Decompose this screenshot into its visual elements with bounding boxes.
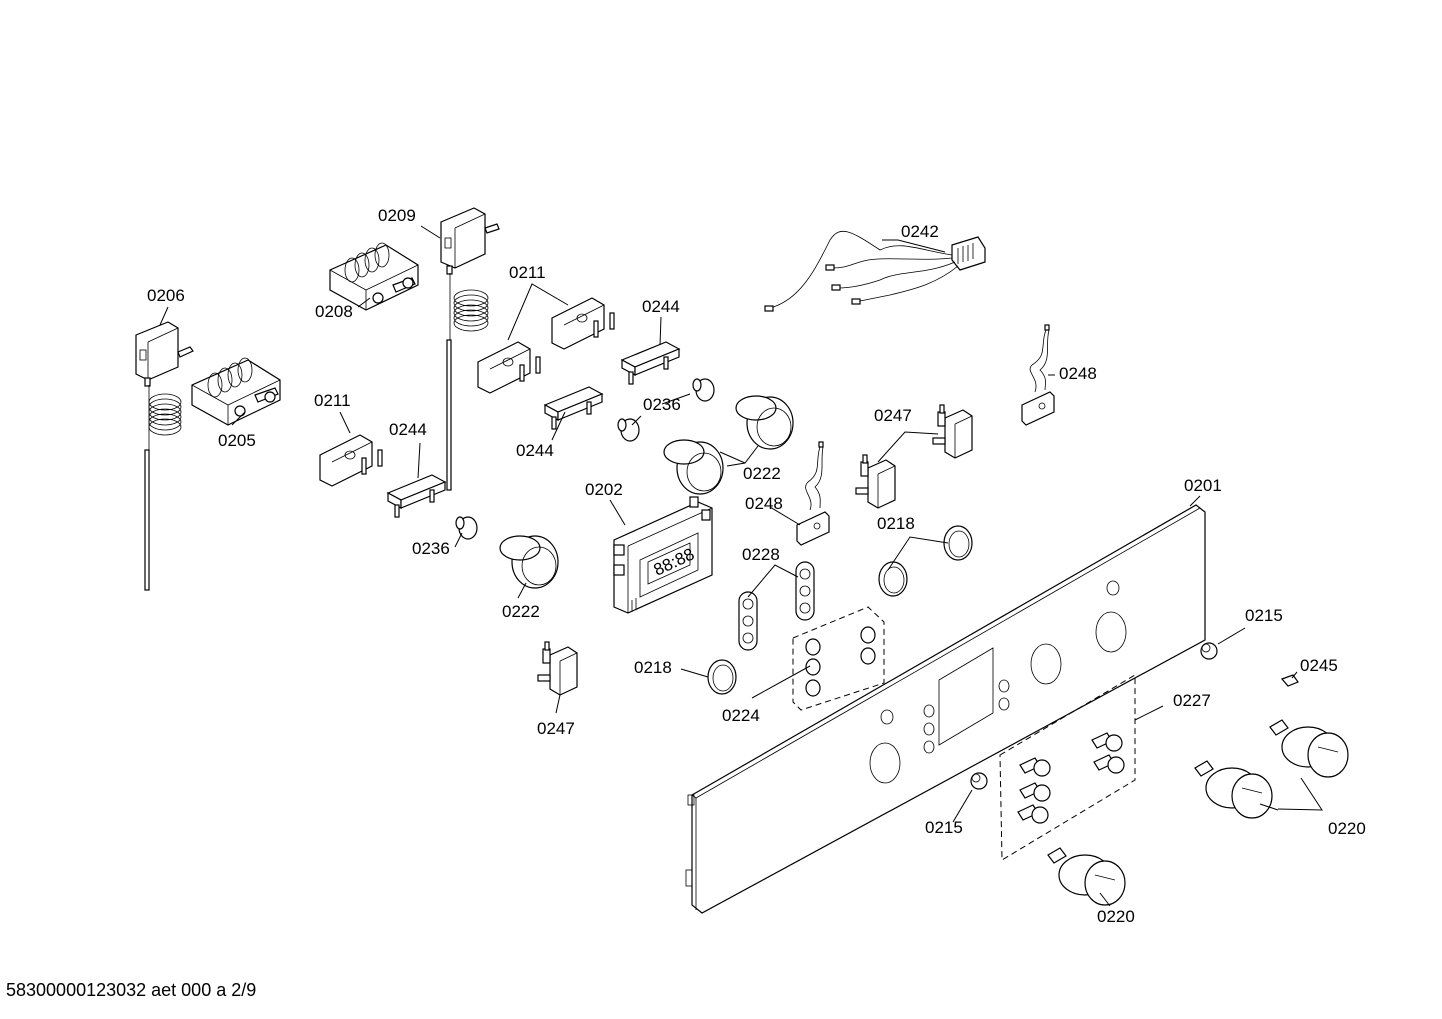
sensor-0248-upper <box>1021 324 1055 426</box>
label-0248-left: 0248 <box>745 494 783 513</box>
document-reference-footer: 58300000123032 aet 000 a 2/9 <box>6 980 257 1000</box>
lamp-0236-c <box>692 378 715 402</box>
label-0244-b: 0244 <box>516 441 554 460</box>
light-guide-0228-left <box>738 591 758 651</box>
label-0201: 0201 <box>1184 476 1222 495</box>
label-0245: 0245 <box>1300 656 1338 675</box>
clip-0244-b <box>543 386 604 430</box>
label-0215-upper: 0215 <box>1245 606 1283 625</box>
label-0218-left: 0218 <box>634 658 672 677</box>
knob-0220-top <box>1269 719 1349 778</box>
label-0220-right: 0220 <box>1328 819 1366 838</box>
label-0209: 0209 <box>378 206 416 225</box>
label-0242: 0242 <box>901 222 939 241</box>
label-0228: 0228 <box>742 545 780 564</box>
led-lenses-0224 <box>792 606 885 711</box>
clip-0244-a <box>386 474 447 518</box>
timer-module-0202: 88:88 <box>613 496 713 614</box>
ring-0218-mid <box>878 561 908 597</box>
sleeve-0222-c <box>735 395 794 450</box>
lamp-0236-a <box>455 516 478 540</box>
label-0205: 0205 <box>218 431 256 450</box>
label-0244-c: 0244 <box>642 297 680 316</box>
thermostat-0206 <box>135 321 194 591</box>
part-labels: 0201 0202 0205 0206 0208 0209 0211 0211 … <box>147 206 1366 926</box>
button-0215-upper <box>1200 642 1218 660</box>
button-0215-lower <box>970 772 988 790</box>
thermostat-0209 <box>440 207 500 491</box>
light-guide-0228-right <box>795 561 815 621</box>
label-0247-bottom: 0247 <box>537 719 575 738</box>
switch-0247-left <box>537 641 578 696</box>
label-0224: 0224 <box>722 706 760 725</box>
label-0236-mid: 0236 <box>643 395 681 414</box>
label-0206: 0206 <box>147 286 185 305</box>
switch-0247-mid <box>855 454 896 509</box>
label-0222-left: 0222 <box>502 602 540 621</box>
knob-0220-bottom <box>1047 847 1126 906</box>
insert-0245 <box>1280 674 1299 687</box>
label-0215-lower: 0215 <box>925 818 963 837</box>
label-0227: 0227 <box>1173 691 1211 710</box>
label-0211-left: 0211 <box>314 391 351 410</box>
knob-0220-mid <box>1194 760 1273 819</box>
label-0222-right: 0222 <box>743 464 781 483</box>
label-0247-top: 0247 <box>874 406 912 425</box>
sensor-0248-lower <box>796 441 830 546</box>
label-0248-right: 0248 <box>1059 364 1097 383</box>
ring-0218-left <box>707 659 737 695</box>
label-0244-a: 0244 <box>389 420 427 439</box>
ring-0218-right <box>943 525 973 561</box>
wiring-harness-0242 <box>764 231 986 312</box>
bracket-0211-mid <box>477 341 541 394</box>
label-0202: 0202 <box>585 480 623 499</box>
sleeve-0222-a <box>499 535 559 589</box>
leader-lines <box>159 225 1323 907</box>
sleeve-0222-b <box>663 439 724 495</box>
bracket-0211-left <box>319 434 383 487</box>
clip-0244-c <box>620 341 681 385</box>
label-0220-bottom: 0220 <box>1097 907 1135 926</box>
label-0236-left: 0236 <box>412 539 450 558</box>
control-panel-0201 <box>685 504 1206 914</box>
label-0208: 0208 <box>315 302 353 321</box>
lamp-0236-b <box>617 418 640 442</box>
switch-0247-right <box>932 404 973 459</box>
cam-switch-0208 <box>329 242 419 311</box>
label-0218-right: 0218 <box>877 514 915 533</box>
screws-0227 <box>999 674 1136 861</box>
label-0211-top: 0211 <box>509 263 546 282</box>
bracket-0211-right <box>551 297 615 350</box>
cam-switch-0205 <box>191 357 281 426</box>
